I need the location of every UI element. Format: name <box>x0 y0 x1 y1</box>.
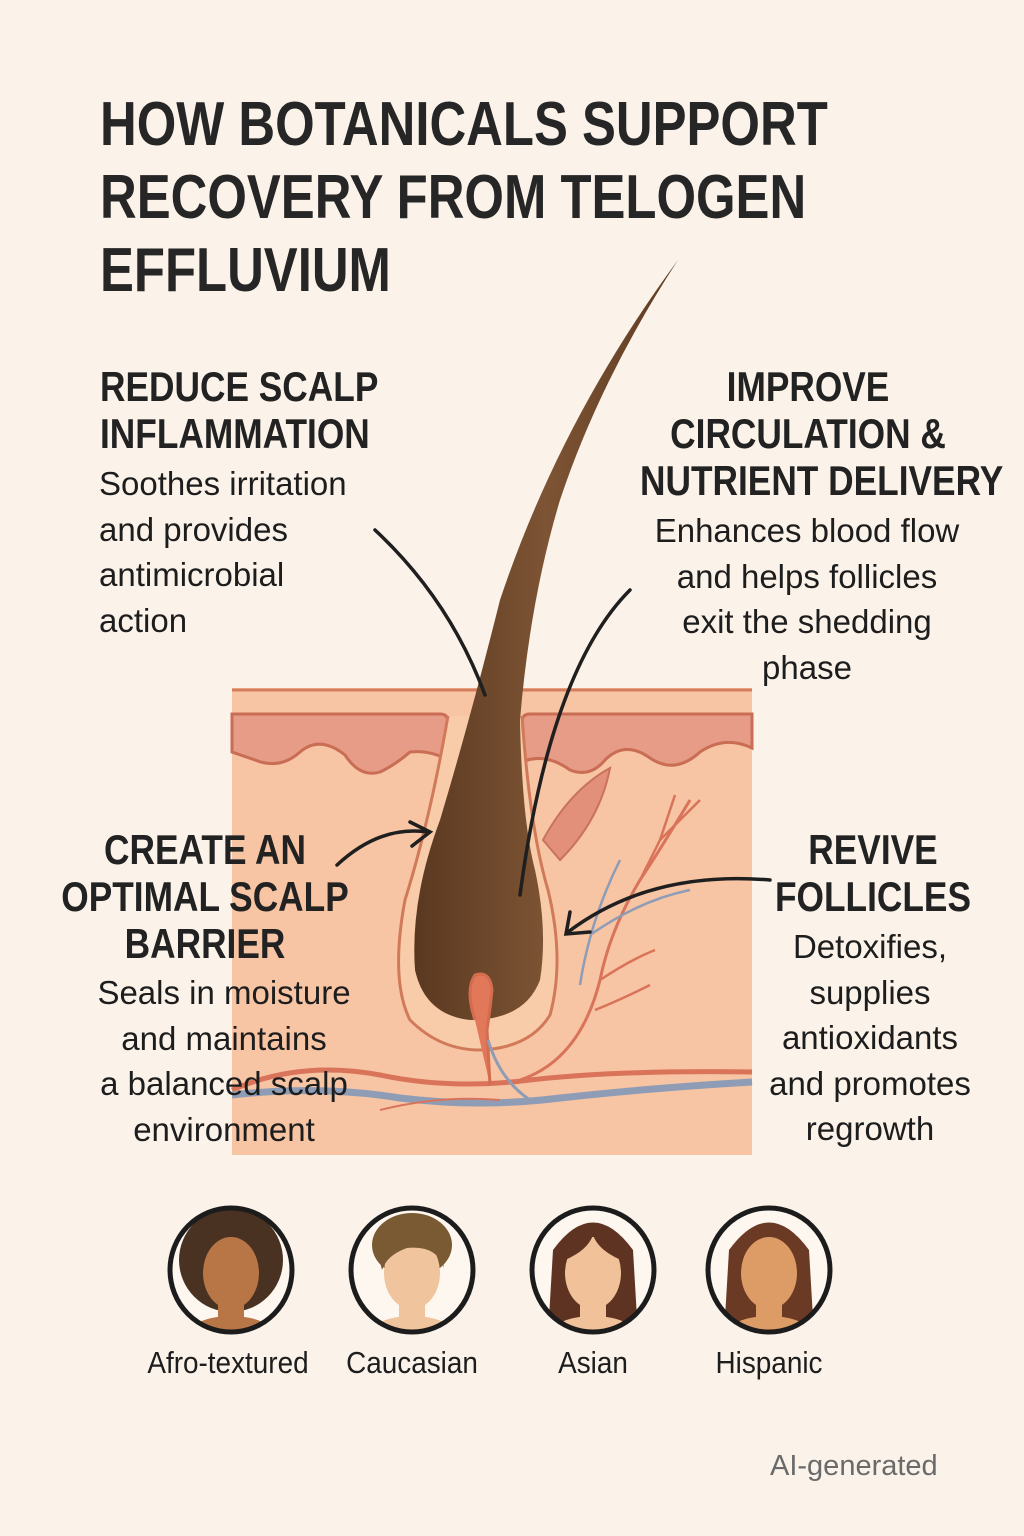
title-line: HOW BOTANICALS SUPPORT <box>100 90 828 159</box>
face <box>565 1237 621 1309</box>
body-line: exit the shedding <box>682 603 932 640</box>
barrier-heading: CREATE AN OPTIMAL SCALP BARRIER <box>37 826 373 967</box>
face <box>384 1237 440 1309</box>
heading-line: OPTIMAL SCALP <box>61 873 349 920</box>
body-line: and provides <box>99 510 288 548</box>
circulation-heading: IMPROVE CIRCULATION & NUTRIENT DELIVERY <box>640 363 1004 504</box>
avatar-frame <box>705 1205 833 1335</box>
face <box>741 1237 797 1309</box>
heading-line: CREATE AN <box>104 826 306 873</box>
follicles-heading: REVIVE FOLLICLES <box>747 826 999 920</box>
hair-type-label: Asian <box>558 1345 628 1380</box>
barrier-body: Seals in moisture and maintains a balanc… <box>24 970 424 1152</box>
heading-line: IMPROVE <box>726 363 890 410</box>
body-line: Soothes irritation <box>99 465 347 502</box>
hair-type-label: Afro-textured <box>147 1345 309 1380</box>
arrow-inflammation <box>373 528 487 697</box>
asian-avatar-icon <box>529 1205 657 1335</box>
annotation-arrows <box>335 528 772 936</box>
body-line: environment <box>133 1110 315 1148</box>
avatar-frame <box>529 1205 657 1335</box>
body-line: Detoxifies, <box>792 928 948 965</box>
hair-follicle <box>397 260 678 1102</box>
heading-line: REDUCE SCALP <box>100 363 379 410</box>
body-line: a balanced scalp <box>100 1065 348 1102</box>
body-line: supplies <box>809 973 931 1011</box>
heading-line: FOLLICLES <box>774 873 971 920</box>
body-line: regrowth <box>805 1110 935 1147</box>
heading-line: INFLAMMATION <box>100 410 370 457</box>
body-line: and helps follicles <box>676 557 938 595</box>
body-line: antimicrobial <box>99 556 285 593</box>
body-line: Seals in moisture <box>97 974 351 1011</box>
heading-line: NUTRIENT DELIVERY <box>640 457 1004 504</box>
avatar-frame <box>348 1205 476 1335</box>
follicles-body: Detoxifies, supplies antioxidants and pr… <box>720 924 1020 1152</box>
body-line: phase <box>762 648 852 686</box>
body-line: action <box>99 601 188 639</box>
title-line: EFFLUVIUM <box>100 236 391 305</box>
body-line: Enhances blood flow <box>654 512 960 549</box>
ai-generated-watermark: AI-generated <box>770 1450 938 1482</box>
hair-type-label: Caucasian <box>346 1345 478 1380</box>
title-line: RECOVERY FROM TELOGEN <box>100 163 807 232</box>
body-line: antioxidants <box>781 1019 959 1056</box>
arrow-circulation <box>518 588 632 897</box>
heading-line: BARRIER <box>124 920 286 967</box>
hispanic-avatar-icon <box>705 1205 833 1335</box>
inflammation-heading: REDUCE SCALP INFLAMMATION <box>100 363 378 457</box>
arrow-barrier <box>335 829 430 867</box>
caucasian-avatar-icon <box>348 1205 476 1335</box>
page-title: HOW BOTANICALS SUPPORT RECOVERY FROM TEL… <box>100 88 838 307</box>
afro-textured-avatar-icon <box>167 1205 295 1335</box>
body-line: and maintains <box>121 1019 327 1057</box>
avatar-frame <box>167 1205 295 1335</box>
heading-line: REVIVE <box>808 826 938 873</box>
circulation-body: Enhances blood flow and helps follicles … <box>607 508 1007 690</box>
hair-type-label: Hispanic <box>715 1345 823 1380</box>
inflammation-body: Soothes irritation and provides antimicr… <box>99 461 347 643</box>
heading-line: CIRCULATION & <box>670 410 946 457</box>
face <box>203 1237 259 1309</box>
body-line: and promotes <box>769 1064 971 1102</box>
hair-type-avatars <box>167 1205 833 1335</box>
arrow-follicles <box>566 876 772 934</box>
